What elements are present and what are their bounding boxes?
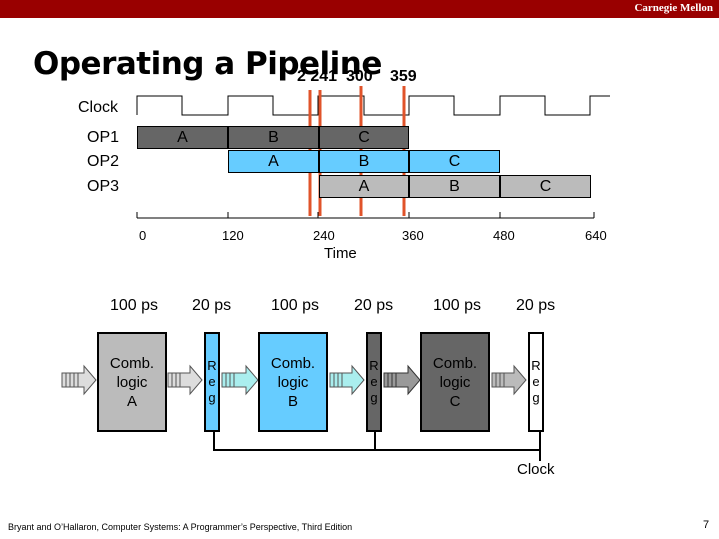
register-3: R e g [528,332,544,432]
time-tick-label: 240 [313,228,335,243]
time-tick-label: 640 [585,228,607,243]
op2-stage-a: A [228,150,319,173]
register-1: R e g [204,332,220,432]
op3-row-label: OP3 [87,178,120,195]
op2-stage-b: B [319,150,409,173]
op1-row-label: OP1 [87,129,120,146]
op3-stage-c: C [500,175,591,198]
timestamp-label: 300 [346,68,373,85]
time-tick-label: 120 [222,228,244,243]
op2-row-label: OP2 [87,153,120,170]
circuit-clock-label: Clock [517,461,555,478]
clock-row-label: Clock [78,99,119,116]
op1-stage-a: A [137,126,228,149]
delay-label: 100 ps [271,297,320,314]
comb-logic-b: Comb. logic B [258,332,328,432]
brand-label: Carnegie Mellon [634,2,713,14]
wire-arrow [491,364,527,396]
time-tick-label: 360 [402,228,424,243]
timestamp-label: 359 [390,68,417,85]
wire-arrow [167,364,203,396]
delay-label: 20 ps [192,297,232,314]
footer-citation: Bryant and O’Hallaron, Computer Systems:… [8,522,353,532]
op3-stage-b: B [409,175,500,198]
input-arrow [61,364,97,396]
wire-arrow [221,364,259,396]
delay-label: 20 ps [516,297,556,314]
delay-label: 20 ps [354,297,394,314]
op3-stage-a: A [319,175,409,198]
page-number: 7 [703,519,710,531]
comb-logic-a: Comb. logic A [97,332,167,432]
time-axis-label: Time [324,245,357,262]
wire-arrow [383,364,421,396]
clock-waveform [136,95,610,116]
register-2: R e g [366,332,382,432]
comb-logic-c: Comb. logic C [420,332,490,432]
delay-label: 100 ps [433,297,482,314]
time-tick-label: 480 [493,228,515,243]
op2-stage-c: C [409,150,500,173]
delay-label: 100 ps [110,297,159,314]
op1-stage-b: B [228,126,319,149]
op1-stage-c: C [319,126,409,149]
clock-wire [213,432,541,451]
slide-title: Operating a Pipeline [33,46,382,82]
timestamp-label: 2 241 [297,68,338,85]
time-tick-label: 0 [139,228,147,243]
header-bar: Carnegie Mellon [0,0,719,18]
wire-arrow [329,364,365,396]
